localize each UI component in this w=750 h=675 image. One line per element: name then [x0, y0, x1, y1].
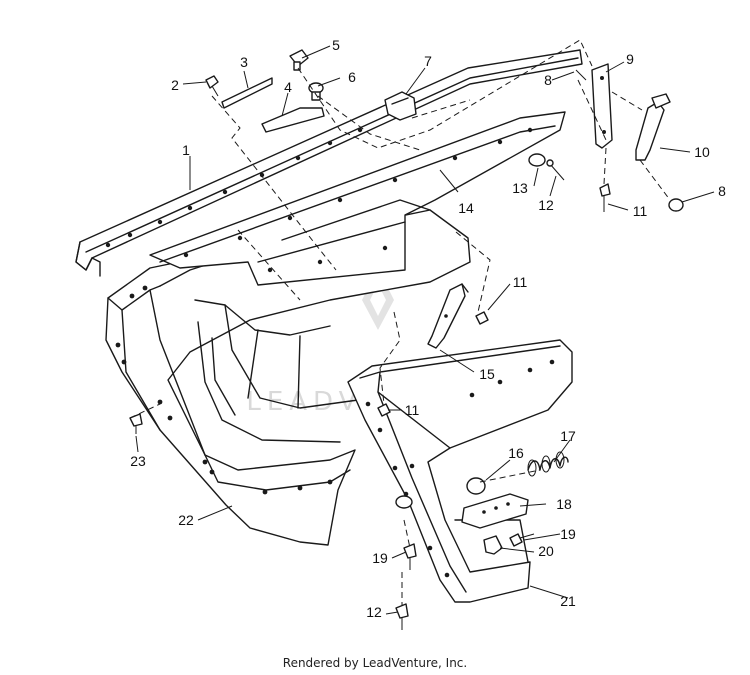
part-14-upper-plate: [149, 111, 566, 286]
part-8-pin-upper: [575, 69, 587, 81]
callout-22: 22: [178, 512, 194, 528]
callout-17: 17: [560, 428, 576, 444]
callout-12-lower: 12: [366, 604, 382, 620]
part-13-nut: [528, 153, 546, 167]
callout-12-upper: 12: [538, 197, 554, 213]
callout-8-upper: 8: [544, 72, 552, 88]
part-17-spring: [527, 451, 569, 477]
callouts: 1 2 3 4 5 6 7 8 8 9 10 11 11 11 12 12 13…: [130, 37, 726, 620]
callout-10: 10: [694, 144, 710, 160]
callout-19-right: 19: [560, 526, 576, 542]
part-20-clip: [483, 535, 503, 555]
callout-8-lower: 8: [718, 183, 726, 199]
part-2-rivet: [205, 75, 219, 97]
part-7-latch: [384, 91, 417, 121]
callout-20: 20: [538, 543, 554, 559]
callout-11-low: 11: [405, 402, 420, 418]
part-22-hood-shell: [105, 209, 471, 546]
callout-11-mid: 11: [513, 274, 528, 290]
part-19-screw-left: [403, 543, 417, 570]
part-16-plug: [466, 477, 486, 495]
callout-16: 16: [508, 445, 524, 461]
part-21-side-panel: [347, 339, 573, 603]
callout-23: 23: [130, 453, 146, 469]
part-10-strut: [635, 93, 671, 161]
callout-2: 2: [171, 77, 179, 93]
callout-5: 5: [332, 37, 340, 53]
part-5-cap: [289, 49, 309, 71]
part-4-strip: [261, 107, 325, 133]
part-11-screw-low: [377, 403, 391, 417]
callout-9: 9: [626, 51, 634, 67]
callout-7: 7: [424, 53, 432, 69]
alignment-lines: [129, 39, 671, 606]
callout-14: 14: [458, 200, 474, 216]
part-12-bolt-upper: [546, 159, 565, 181]
callout-4: 4: [284, 79, 292, 95]
part-3-clip: [221, 77, 273, 109]
part-6-grommet: [308, 82, 324, 101]
callout-13: 13: [512, 180, 528, 196]
part-1-top-rail: [75, 49, 583, 277]
part-9-hinge-bracket: [591, 63, 613, 149]
callout-19-left: 19: [372, 550, 388, 566]
part-15-bracket: [427, 283, 469, 349]
footer-credit: Rendered by LeadVenture, Inc.: [282, 656, 468, 670]
watermark-logo-icon: [362, 268, 394, 330]
part-18-latch-plate: [461, 493, 529, 529]
part-11-screw-mid: [475, 311, 489, 325]
part-11-screw-right: [599, 183, 611, 212]
part-12-bolt-lower: [395, 603, 409, 630]
callout-15: 15: [479, 366, 495, 382]
part-19-screw-right: [509, 533, 535, 547]
part-8-pin-lower: [668, 198, 684, 212]
callout-11-right: 11: [633, 203, 648, 219]
leader-lines: [135, 45, 715, 615]
callout-21: 21: [560, 593, 576, 609]
callout-6: 6: [348, 69, 356, 85]
callout-3: 3: [240, 54, 248, 70]
callout-18: 18: [556, 496, 572, 512]
callout-1: 1: [182, 142, 190, 158]
